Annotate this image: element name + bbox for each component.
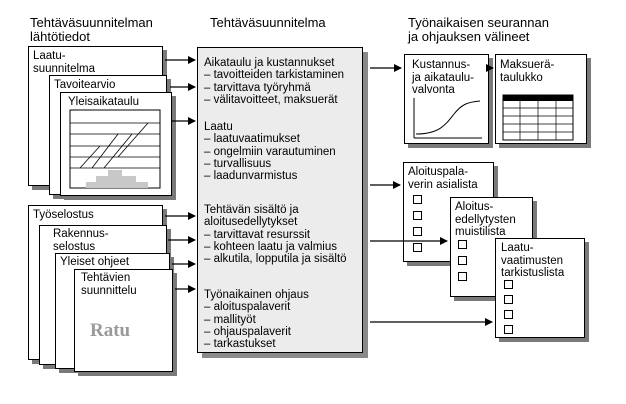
section-work-control: Työnaikainen ohjaus – aloituspalaverit –…: [204, 289, 309, 351]
laatuvaatimukset-tarkistuslista-label: Laatu- vaatimusten tarkistuslista: [501, 242, 565, 279]
laatusuunnitelma-label: Laatu- suunnitelma: [33, 50, 96, 75]
kustannusvalvonta-label: Kustannus- ja aikataulu- valvonta: [412, 59, 475, 96]
section-schedule-costs: Aikataulu ja kustannukset – tavoitteiden…: [204, 57, 344, 106]
header-inputs: Tehtäväsuunnitelman lähtötiedot: [30, 15, 153, 44]
checkbox-icon: [458, 240, 467, 249]
table-grid-icon: [502, 94, 574, 141]
tehtavasuunnitelma-box: Aikataulu ja kustannukset – tavoitteiden…: [197, 47, 363, 353]
tyoselostus-label: Työselostus: [33, 209, 94, 221]
s-curve-chart-icon: [413, 98, 482, 139]
checkbox-icon: [458, 272, 467, 281]
tehtavien-suunnittelu-doc: Tehtävien suunnittelu: [74, 269, 173, 372]
rakennusselostus-label: Rakennus- selostus: [53, 228, 109, 253]
checkbox-icon: [504, 310, 513, 319]
input-arrows: [165, 56, 196, 293]
aloituspalaveri-asialista-label: Aloituspala- verin asialista: [408, 166, 478, 191]
header-plan: Tehtäväsuunnitelma: [210, 15, 326, 30]
checkbox-icon: [458, 256, 467, 265]
checkbox-icon: [413, 195, 422, 204]
tavoitearvio-label: Tavoitearvio: [54, 79, 116, 91]
header-tools: Työnaikaisen seurannan ja ohjauksen väli…: [408, 15, 549, 44]
section-task-content: Tehtävän sisältö ja aloitusedellytykset …: [204, 204, 347, 266]
checkbox-icon: [504, 325, 513, 334]
checkbox-icon: [504, 280, 513, 289]
checkbox-icon: [413, 211, 422, 220]
checkbox-icon: [413, 227, 422, 236]
yleiset-ohjeet-label: Yleiset ohjeet: [60, 256, 130, 268]
maksuerataulukko-label: Maksuerä- taulukko: [500, 59, 555, 84]
ratu-logo-text: Ratu: [90, 320, 131, 341]
schedule-chart-icon: [69, 109, 161, 189]
checkbox-icon: [504, 295, 513, 304]
output-arrows: [370, 64, 494, 326]
checkbox-icon: [413, 243, 422, 252]
kustannusvalvonta-doc: Kustannus- ja aikataulu- valvonta: [404, 54, 489, 144]
aloitusedellytykset-muistilista-label: Aloitus- edellytysten muistilista: [455, 201, 516, 238]
tehtavien-suunnittelu-label: Tehtävien suunnittelu: [81, 272, 137, 297]
yleisaikataulu-label: Yleisaikataulu: [68, 96, 139, 108]
section-quality: Laatu – laatuvaatimukset – ongelmiin var…: [204, 121, 336, 183]
